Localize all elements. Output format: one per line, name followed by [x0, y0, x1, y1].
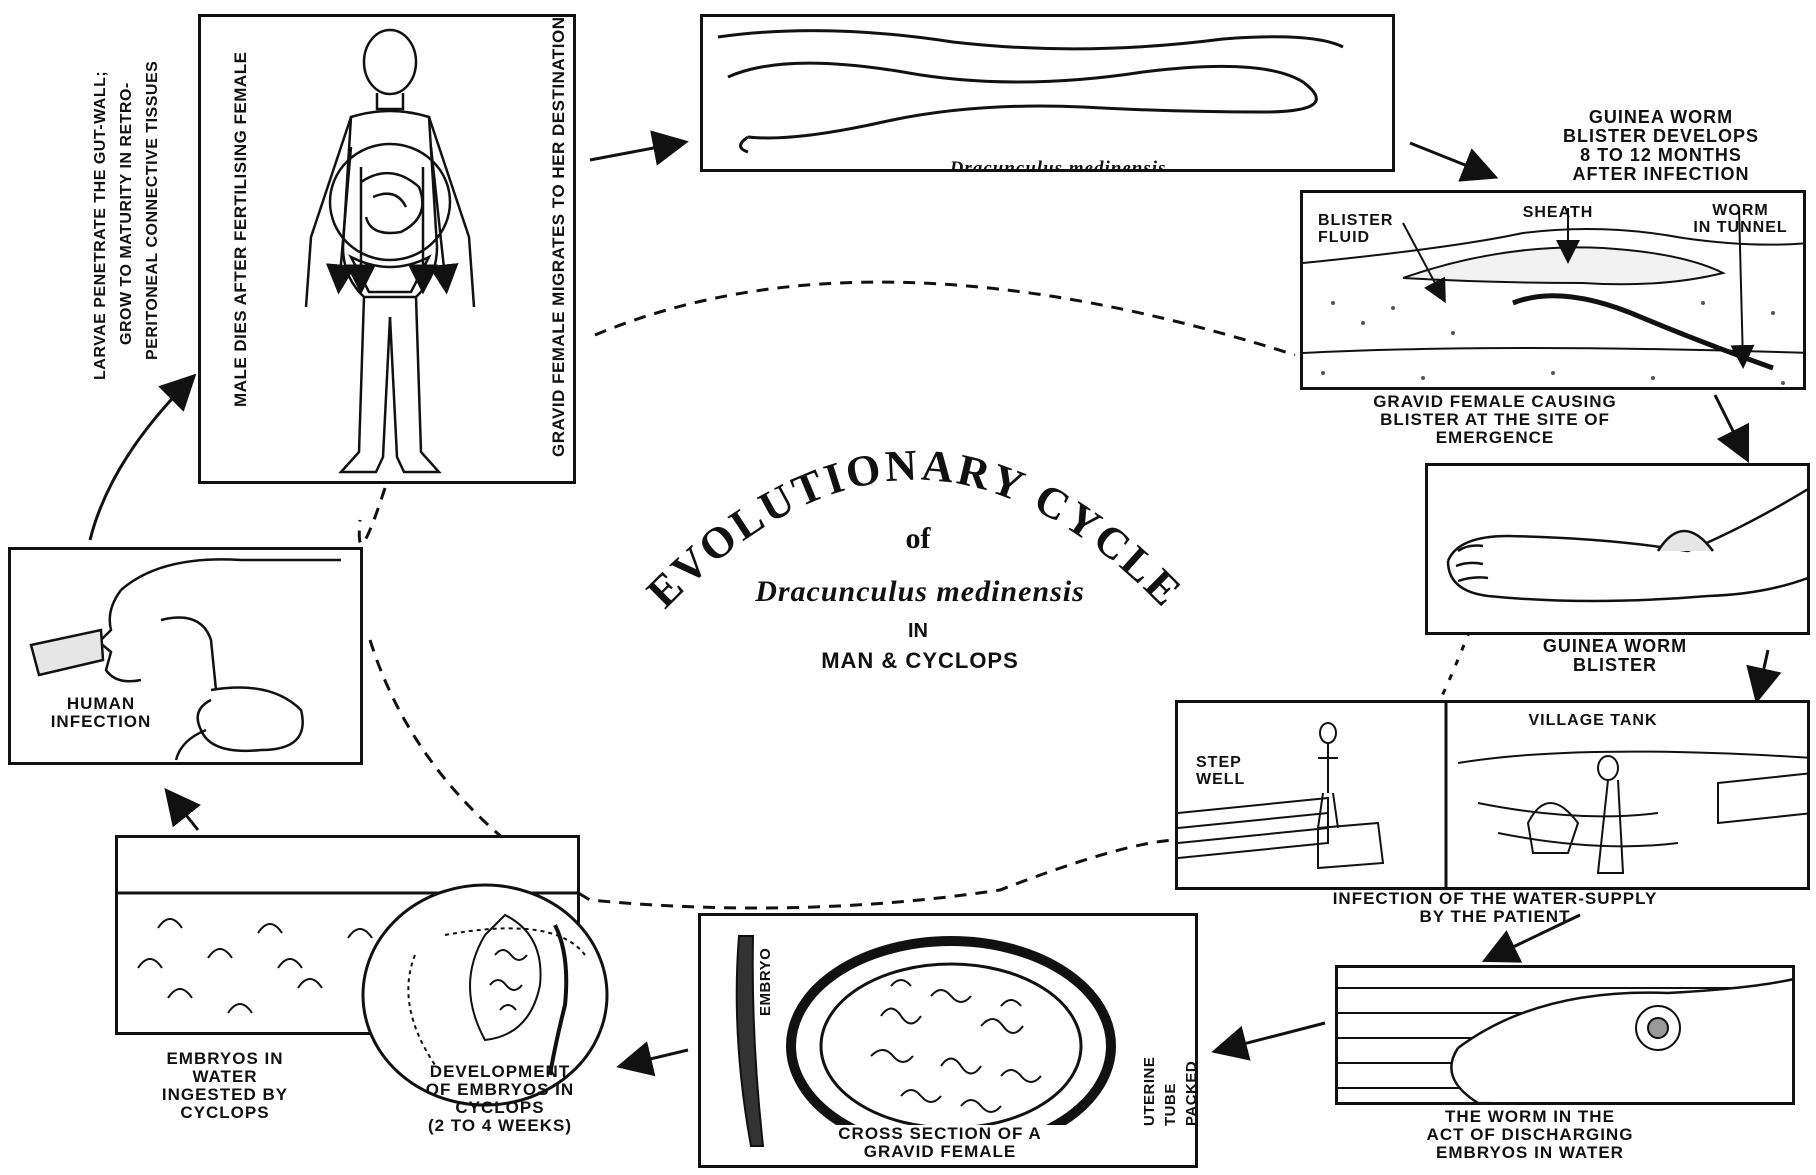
label-worm-in-tunnel: WORM IN TUNNEL	[1678, 203, 1803, 237]
label-embryo: EMBRYO	[757, 948, 774, 1016]
arrow-foot-to-water	[1758, 650, 1768, 695]
caption-development-in-cyclops: DEVELOPMENT OF EMBRYOS IN CYCLOPS (2 TO …	[385, 1063, 615, 1134]
arrow-blister-to-foot	[1715, 395, 1745, 455]
label-village-tank: VILLAGE TANK	[1478, 713, 1708, 730]
caption-gravid-causing-blister: GRAVID FEMALE CAUSING BLISTER AT THE SIT…	[1295, 393, 1695, 447]
label-sheath: SHEATH	[1493, 205, 1623, 222]
worm-species-name: Dracunculus medinensis	[950, 158, 1167, 172]
label-male-dies: MALE DIES AFTER FERTILISING FEMALE	[231, 52, 251, 407]
panel-human-body: MALE DIES AFTER FERTILISING FEMALE GRAVI…	[198, 14, 576, 484]
arrow-worm-to-blister	[1410, 143, 1490, 175]
panel-discharging	[1335, 965, 1795, 1105]
caption-discharging: THE WORM IN THE ACT OF DISCHARGING EMBRY…	[1360, 1108, 1700, 1162]
label-step-well: STEP WELL	[1196, 755, 1276, 789]
caption-water-supply: INFECTION OF THE WATER-SUPPLY BY THE PAT…	[1240, 890, 1750, 926]
water-supply-illustration	[1178, 703, 1810, 890]
label-blister-develops: GUINEA WORM BLISTER DEVELOPS 8 TO 12 MON…	[1520, 108, 1802, 184]
arrow-human-to-body	[90, 380, 190, 540]
arrow-cyclops-to-human	[170, 795, 198, 830]
title-hosts: MAN & CYCLOPS	[700, 648, 1140, 674]
human-infection-illustration	[11, 550, 363, 765]
label-human-infection: HUMAN INFECTION	[26, 695, 176, 731]
worm-caption: Dracunculus medinensis ♀	[903, 139, 1213, 172]
human-figure-illustration	[201, 17, 576, 484]
panel-human-infection: HUMAN INFECTION	[8, 547, 363, 765]
label-larvae-line1: LARVAE PENETRATE THE GUT-WALL;	[92, 71, 110, 380]
label-gravid-migrates: GRAVID FEMALE MIGRATES TO HER DESTINATIO…	[549, 17, 569, 457]
title-species: Dracunculus medinensis	[620, 575, 1220, 609]
title-of: of	[858, 522, 978, 556]
arrow-section-to-cyclops	[625, 1050, 688, 1065]
panel-water-supply: STEP WELL VILLAGE TANK	[1175, 700, 1810, 890]
arrow-discharge-to-section	[1220, 1023, 1325, 1050]
label-larvae-line3: PERITONEAL CONNECTIVE TISSUES	[144, 61, 162, 360]
label-larvae-line2: GROW TO MATURITY IN RETRO-	[118, 82, 136, 345]
panel-worm: Dracunculus medinensis ♀	[700, 14, 1395, 172]
caption-cross-section: CROSS SECTION OF A GRAVID FEMALE	[770, 1125, 1110, 1161]
foot-illustration	[1428, 466, 1810, 635]
arrow-body-to-worm	[590, 143, 680, 160]
panel-foot-blister	[1425, 463, 1810, 635]
label-uterine-tube: UTERINE TUBE PACKED WITH EMBRYOS	[1139, 1047, 1198, 1126]
discharging-illustration	[1338, 968, 1795, 1105]
panel-blister-section: BLISTER FLUID SHEATH WORM IN TUNNEL	[1300, 190, 1806, 390]
caption-guinea-worm-blister: GUINEA WORM BLISTER	[1475, 637, 1755, 675]
label-blister-fluid: BLISTER FLUID	[1318, 213, 1428, 247]
title-in: IN	[858, 620, 978, 643]
caption-embryos-in-water: EMBRYOS IN WATER INGESTED BY CYCLOPS	[130, 1050, 320, 1121]
